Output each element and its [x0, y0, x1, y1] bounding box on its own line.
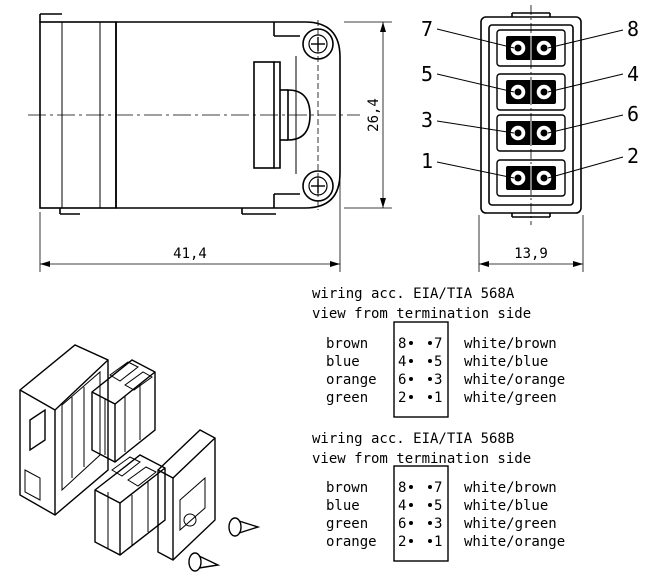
pin-number-right: 5 [434, 498, 442, 514]
pin-dot [409, 341, 413, 345]
pin-number-2: 2 [627, 144, 639, 168]
wiring-row: orange 6 3 white/orange [326, 372, 565, 388]
pin-dot [409, 395, 413, 399]
exploded-view [19, 344, 261, 572]
pin-number-left: 4 [398, 354, 406, 370]
front-pin-labels: 7 5 3 1 8 4 6 2 [421, 17, 639, 179]
pin-dot [409, 377, 413, 381]
pin-number-right: 1 [434, 534, 442, 550]
dimension-height: 26,4 [344, 21, 392, 209]
wire-color-left: green [326, 516, 368, 532]
pin-dot [409, 539, 413, 543]
pin-number-left: 4 [398, 498, 406, 514]
contact-pair [496, 114, 566, 152]
pin-dot [428, 359, 432, 363]
wire-color-left: orange [326, 534, 377, 550]
wire-color-left: orange [326, 372, 377, 388]
screw-icon [188, 552, 221, 572]
pin-number-right: 7 [434, 480, 442, 496]
dimension-width-label: 41,4 [173, 246, 207, 262]
wiring-row: green 6 3 white/green [326, 516, 557, 532]
wiring-568b: wiring acc. EIA/TIA 568B view from termi… [312, 431, 565, 562]
side-view [28, 13, 360, 215]
front-view [480, 5, 582, 225]
dimension-front-width: 13,9 [478, 215, 584, 272]
wire-color-left: blue [326, 498, 360, 514]
wire-color-left: blue [326, 354, 360, 370]
pin-dot [428, 395, 432, 399]
pin-dot [409, 359, 413, 363]
wire-color-right: white/blue [464, 498, 548, 514]
pin-dot [428, 377, 432, 381]
wiring-title: wiring acc. EIA/TIA 568B [312, 431, 514, 447]
pin-number-left: 8 [398, 336, 406, 352]
wiring-subtitle: view from termination side [312, 451, 531, 467]
wire-color-right: white/brown [464, 336, 557, 352]
pin-number-right: 3 [434, 372, 442, 388]
screw-icon [228, 517, 261, 537]
contact-pair [496, 159, 566, 197]
pin-number-left: 8 [398, 480, 406, 496]
wiring-row: brown 8 7 white/brown [326, 336, 557, 352]
dimension-front-width-label: 13,9 [514, 246, 548, 262]
pin-dot [428, 503, 432, 507]
wire-color-right: white/orange [464, 534, 565, 550]
wiring-row: green 2 1 white/green [326, 390, 557, 406]
wiring-568a: wiring acc. EIA/TIA 568A view from termi… [312, 286, 565, 418]
pin-number-5: 5 [421, 62, 433, 86]
pin-dot [409, 503, 413, 507]
pin-number-left: 6 [398, 372, 406, 388]
pin-dot [428, 539, 432, 543]
pin-dot [428, 521, 432, 525]
wiring-row: brown 8 7 white/brown [326, 480, 557, 496]
pin-number-right: 7 [434, 336, 442, 352]
pin-dot [409, 521, 413, 525]
pin-dot [409, 485, 413, 489]
wiring-row: blue 4 5 white/blue [326, 498, 548, 514]
pin-number-3: 3 [421, 108, 433, 132]
pin-dot [428, 485, 432, 489]
pin-number-right: 3 [434, 516, 442, 532]
pin-number-right: 5 [434, 354, 442, 370]
wire-color-right: white/blue [464, 354, 548, 370]
pin-number-left: 2 [398, 534, 406, 550]
pin-number-1: 1 [421, 149, 433, 173]
wire-color-left: brown [326, 480, 368, 496]
pin-number-6: 6 [627, 102, 639, 126]
wire-color-right: white/brown [464, 480, 557, 496]
contact-pair [496, 73, 566, 111]
pin-number-right: 1 [434, 390, 442, 406]
pin-number-8: 8 [627, 17, 639, 41]
wiring-row: orange 2 1 white/orange [326, 534, 565, 550]
wiring-subtitle: view from termination side [312, 306, 531, 322]
pin-number-left: 6 [398, 516, 406, 532]
dimension-width: 41,4 [39, 180, 341, 272]
dimension-height-label: 26,4 [366, 98, 382, 132]
wiring-title: wiring acc. EIA/TIA 568A [312, 286, 515, 302]
wire-color-left: green [326, 390, 368, 406]
contact-pair [496, 29, 566, 67]
pin-number-left: 2 [398, 390, 406, 406]
pin-dot [428, 341, 432, 345]
wire-color-right: white/orange [464, 372, 565, 388]
wiring-row: blue 4 5 white/blue [326, 354, 548, 370]
pin-number-4: 4 [627, 62, 639, 86]
wire-color-left: brown [326, 336, 368, 352]
pin-number-7: 7 [421, 17, 433, 41]
wire-color-right: white/green [464, 390, 557, 406]
wire-color-right: white/green [464, 516, 557, 532]
